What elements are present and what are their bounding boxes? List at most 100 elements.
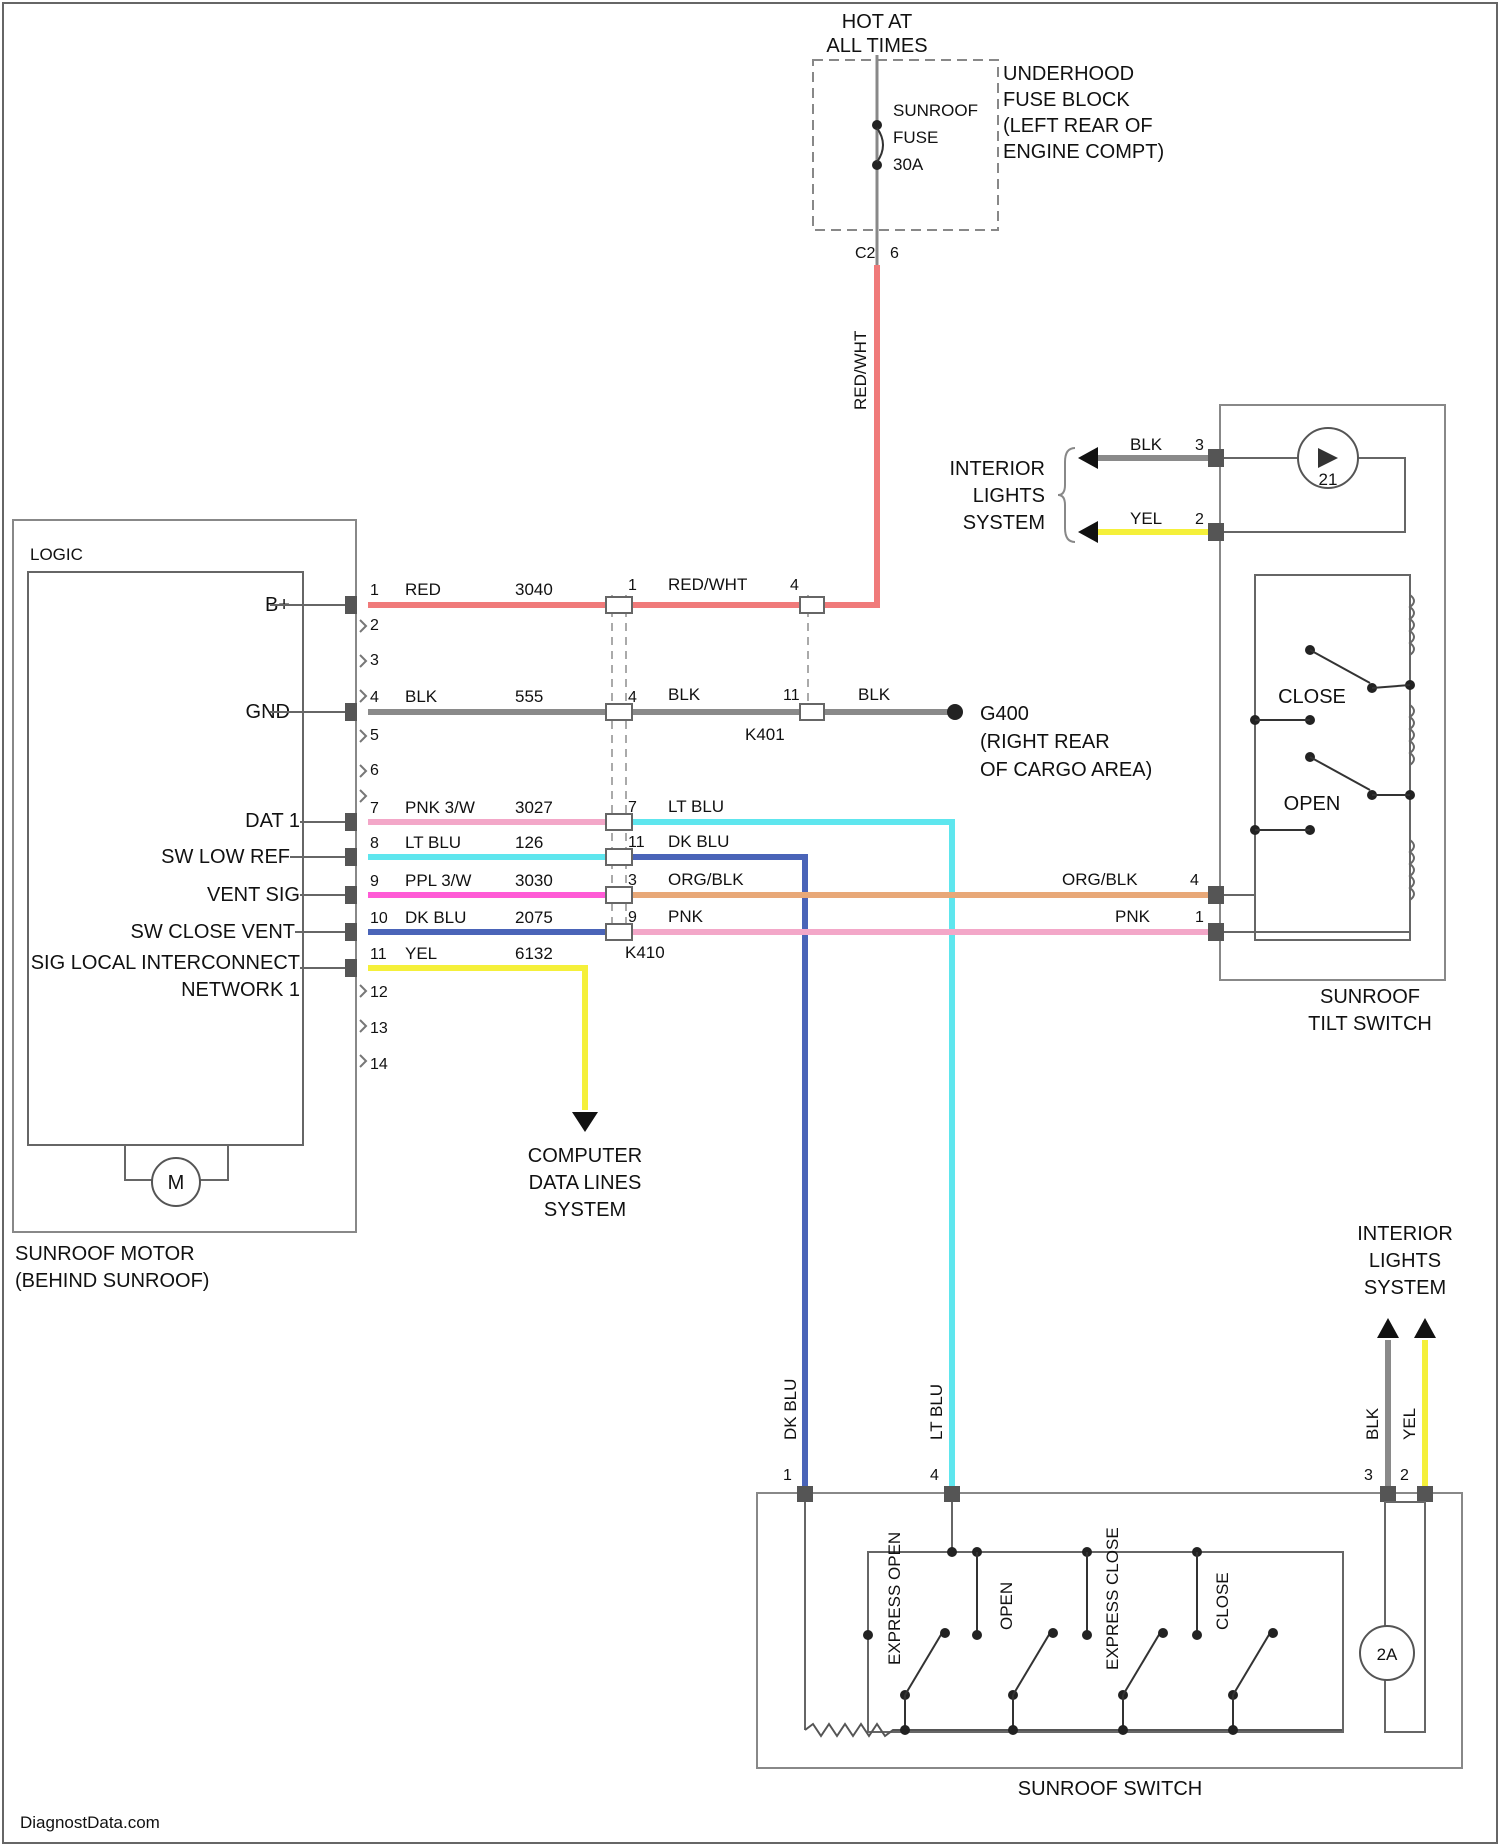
- w11-circuit: 6132: [515, 944, 553, 963]
- interior-lights-top: INTERIOR LIGHTS SYSTEM BLK YEL 3 2: [949, 435, 1204, 543]
- hot-at-label: HOT AT: [842, 11, 912, 33]
- arrow-left-icon: [1078, 447, 1098, 469]
- ground-name-3: OF CARGO AREA): [980, 759, 1152, 781]
- motor-pin-1: 1: [370, 582, 379, 599]
- sunroof-tilt-switch: 21 CLOSE OPEN 4 1 ORG/BLK PNK SUNROOF TI…: [1062, 405, 1445, 1035]
- underhood-fuse-block: HOT AT ALL TIMES SUNROOF FUSE 30A UNDERH…: [813, 11, 1164, 410]
- interior-top-pin-2: 2: [1195, 511, 1204, 528]
- contact-close: CLOSE: [1213, 1572, 1232, 1630]
- interior-top-name-3: SYSTEM: [963, 512, 1045, 534]
- contact-express-open: EXPRESS OPEN: [885, 1532, 904, 1665]
- switch-wire-dk-blu: DK BLU: [781, 1379, 800, 1440]
- contact-express-close: EXPRESS CLOSE: [1103, 1527, 1122, 1670]
- sunroof-motor-name-1: SUNROOF MOTOR: [15, 1243, 195, 1265]
- motor-pin-3: 3: [370, 652, 379, 669]
- motor-pin-6: 6: [370, 762, 379, 779]
- fuse-label-line-2: FUSE: [893, 128, 938, 147]
- ground-name-1: G400: [980, 703, 1029, 725]
- computer-data-name-1: COMPUTER: [528, 1145, 642, 1167]
- motor-pin-7: 7: [370, 800, 379, 817]
- fuse-block-name-3: (LEFT REAR OF: [1003, 115, 1153, 137]
- switch-wire-lt-blu: LT BLU: [927, 1384, 946, 1440]
- interior-lights-bottom: INTERIOR LIGHTS SYSTEM BLK YEL 3 2: [1357, 1223, 1453, 1484]
- interior-bottom-pin-2: 2: [1400, 1467, 1409, 1484]
- interior-top-name-2: LIGHTS: [973, 485, 1045, 507]
- sunroof-switch-name: SUNROOF SWITCH: [1018, 1778, 1202, 1800]
- motor-pin-2: 2: [370, 617, 379, 634]
- w4-circuit: 555: [515, 687, 543, 706]
- tilt-wire-pnk: PNK: [1115, 907, 1151, 926]
- fuse-pin-label: 6: [890, 245, 899, 262]
- k401-pin-11: 11: [783, 687, 800, 704]
- tilt-close-label: CLOSE: [1278, 686, 1346, 708]
- switch-lamp-label: 2A: [1377, 1645, 1398, 1664]
- tilt-pin-1: 1: [1195, 909, 1204, 926]
- w8-color: LT BLU: [405, 833, 461, 852]
- w4-color: BLK: [405, 687, 438, 706]
- motor-pin-5: 5: [370, 727, 379, 744]
- k-pin-1: 1: [628, 577, 637, 594]
- tilt-switch-name-1: SUNROOF: [1320, 986, 1420, 1008]
- k-wire-lt-blu: LT BLU: [668, 797, 724, 816]
- terminal-network-1: NETWORK 1: [181, 979, 300, 1001]
- k-pin-9: 9: [628, 909, 637, 926]
- arrow-left-icon: [1078, 521, 1098, 543]
- k401-name: K401: [745, 725, 785, 744]
- all-times-label: ALL TIMES: [826, 35, 927, 57]
- terminal-sw-low-ref: SW LOW REF: [161, 846, 290, 868]
- watermark: DiagnostData.com: [20, 1813, 160, 1832]
- fuse-connector-label: C2: [855, 245, 876, 262]
- motor-pin-14: 14: [370, 1056, 388, 1073]
- tilt-pin-4: 4: [1190, 872, 1199, 889]
- w1-color: RED: [405, 580, 441, 599]
- w11-color: YEL: [405, 944, 437, 963]
- motor-pin-9: 9: [370, 873, 379, 890]
- k-pin-7: 7: [628, 799, 637, 816]
- interior-top-name-1: INTERIOR: [949, 458, 1045, 480]
- k-wire-dk-blu: DK BLU: [668, 832, 729, 851]
- k-pin-11: 11: [628, 834, 645, 851]
- computer-data-name-2: DATA LINES: [529, 1172, 642, 1194]
- yel-wire-data: [368, 968, 585, 1110]
- ground-name-2: (RIGHT REAR: [980, 731, 1110, 753]
- k-wire-red-wht: RED/WHT: [668, 575, 747, 594]
- contact-open: OPEN: [997, 1582, 1016, 1630]
- switch-pin-4: 4: [930, 1467, 939, 1484]
- interior-bottom-name-3: SYSTEM: [1364, 1277, 1446, 1299]
- terminal-vent-sig: VENT SIG: [207, 884, 300, 906]
- motor-symbol: M: [168, 1172, 185, 1194]
- k-wire-org-blk: ORG/BLK: [668, 870, 744, 889]
- terminal-dat1: DAT 1: [245, 810, 300, 832]
- red-power-wire: [368, 265, 877, 605]
- w10-color: DK BLU: [405, 908, 466, 927]
- w1-circuit: 3040: [515, 580, 553, 599]
- k-pin-4: 4: [628, 689, 637, 706]
- inline-connector-k410: 1 4 7 11 3 9 K410 RED/WHT BLK LT BLU DK …: [606, 575, 747, 962]
- arrow-down-icon: [572, 1112, 598, 1132]
- sunroof-switch: 1 4 DK BLU LT BLU: [757, 1379, 1462, 1800]
- tilt-switch-name-2: TILT SWITCH: [1308, 1013, 1432, 1035]
- motor-pin-8: 8: [370, 835, 379, 852]
- k401-pin-4: 4: [790, 577, 799, 594]
- motor-pin-10: 10: [370, 910, 388, 927]
- k-wire-blk: BLK: [668, 685, 701, 704]
- k401-wire-blk: BLK: [858, 685, 891, 704]
- w7-color: PNK 3/W: [405, 798, 475, 817]
- tilt-wire-org-blk: ORG/BLK: [1062, 870, 1138, 889]
- motor-pin-4: 4: [370, 689, 379, 706]
- fuse-block-name-4: ENGINE COMPT): [1003, 141, 1164, 163]
- interior-bottom-name-2: LIGHTS: [1369, 1250, 1441, 1272]
- motor-connector: 1 2 3 4 5 6 7 8 9 10 11 12 13 14: [345, 582, 388, 1073]
- k-wire-pnk: PNK: [668, 907, 704, 926]
- w9-color: PPL 3/W: [405, 871, 471, 890]
- fuse-rating: 30A: [893, 155, 924, 174]
- tilt-lamp-label: 21: [1319, 470, 1338, 489]
- computer-data-lines: COMPUTER DATA LINES SYSTEM: [528, 1112, 642, 1221]
- interior-top-pin-3: 3: [1195, 437, 1204, 454]
- w7-circuit: 3027: [515, 798, 553, 817]
- terminal-sw-close-vent: SW CLOSE VENT: [131, 921, 295, 943]
- motor-pin-13: 13: [370, 1020, 388, 1037]
- terminal-sig-local-interconnect: SIG LOCAL INTERCONNECT: [31, 952, 300, 974]
- w8-circuit: 126: [515, 833, 543, 852]
